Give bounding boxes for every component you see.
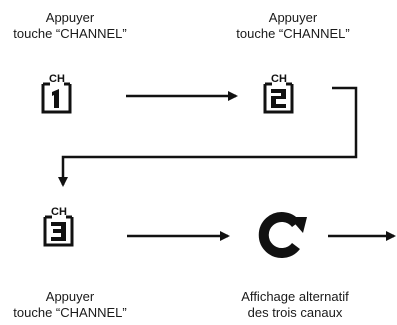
final-step-label-line1: Affichage alternatif [241, 289, 349, 304]
step-2-label-line1: Appuyer [268, 10, 318, 25]
step-3-label-line2: touche “CHANNEL” [13, 305, 127, 320]
final-step-label-line2: des trois canaux [247, 305, 343, 320]
step-2-label: Appuyer touche “CHANNEL” [218, 10, 368, 42]
step-1-label: Appuyer touche “CHANNEL” [0, 10, 140, 42]
channel-2-display-icon: CH [263, 73, 294, 114]
step-1-label-line2: touche “CHANNEL” [13, 26, 127, 41]
final-step-label: Affichage alternatif des trois canaux [210, 289, 380, 321]
channel-3-display-icon: CH [43, 206, 74, 247]
digit-1-glyph [52, 89, 59, 108]
step-3-label-line1: Appuyer [45, 289, 95, 304]
digit-2-glyph [271, 89, 286, 108]
arrow-2-to-3 [58, 86, 358, 187]
digit-3-glyph [51, 222, 66, 241]
channel-1-display-icon: CH [41, 73, 72, 114]
step-2-label-line2: touche “CHANNEL” [236, 26, 350, 41]
cycle-arrow-icon [258, 212, 307, 258]
channel-1-ch-text: CH [49, 73, 65, 85]
channel-3-ch-text: CH [51, 206, 67, 218]
step-3-label: Appuyer touche “CHANNEL” [0, 289, 140, 321]
channel-2-ch-text: CH [271, 73, 287, 85]
step-1-label-line1: Appuyer [45, 10, 95, 25]
